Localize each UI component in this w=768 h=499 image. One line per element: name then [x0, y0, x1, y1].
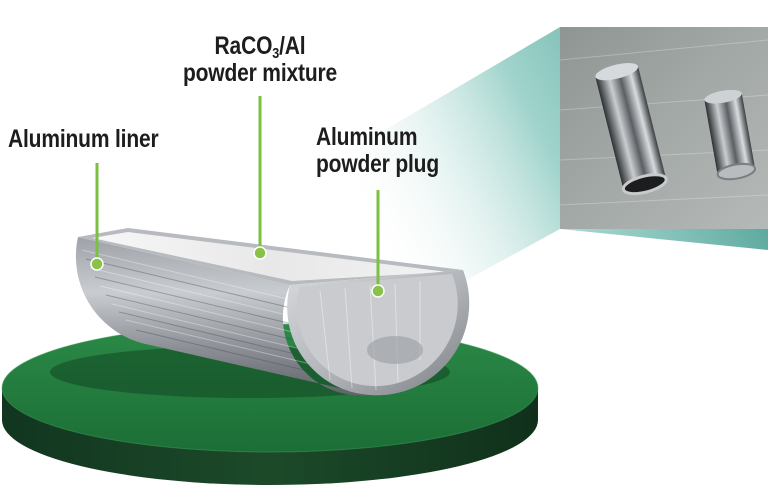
label-aluminum-liner-text: Aluminum liner: [8, 125, 159, 153]
label-mixture-line1: RaCO3/Al: [176, 32, 344, 62]
leader-plug: [371, 190, 385, 298]
large-tube-icon: [595, 63, 668, 196]
aluminum-target: [75, 228, 470, 396]
mixture-formula-subscript: 3: [272, 45, 280, 62]
label-plug-line2: powder plug: [316, 150, 439, 178]
small-tube-icon: [704, 89, 757, 181]
label-plug-line1: Aluminum: [316, 123, 418, 151]
mixture-formula-prefix: RaCO: [214, 32, 273, 60]
leader-liner: [90, 163, 104, 271]
label-powder-mixture: RaCO3/Al powder mixture: [176, 33, 344, 87]
pedestal-disk: [1, 323, 539, 485]
label-aluminum-liner: Aluminum liner: [8, 126, 159, 153]
label-powder-plug: Aluminum powder plug: [316, 124, 439, 178]
leader-mixture: [253, 96, 267, 260]
inset-photo: [559, 27, 768, 229]
mixture-formula-suffix: /Al: [279, 32, 306, 60]
label-mixture-line2: powder mixture: [182, 59, 338, 87]
